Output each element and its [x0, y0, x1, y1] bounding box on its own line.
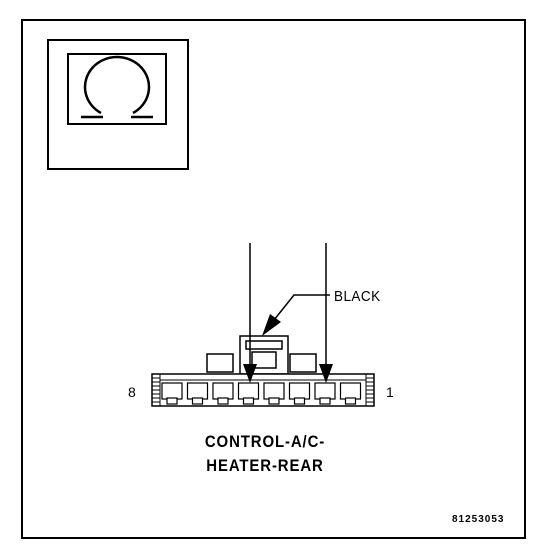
wire-pin-5	[243, 243, 257, 383]
pin-cavity	[186, 382, 209, 405]
pin-cavity	[339, 382, 362, 405]
figure-frame	[21, 19, 526, 539]
connector-latch-left	[206, 353, 234, 373]
wire-color-label: BLACK	[334, 288, 381, 305]
pin-cavity	[263, 382, 285, 405]
connector-name-line-2: HEATER-REAR	[206, 456, 324, 475]
pin-cavity	[237, 382, 260, 405]
wire-pin-2	[319, 243, 333, 383]
figure-reference-number: 81253053	[452, 514, 505, 525]
connector-latch-right	[289, 353, 317, 373]
pin-number-right: 1	[386, 384, 394, 400]
pin-cavity	[314, 382, 336, 405]
connector-outline-icon	[81, 55, 153, 119]
connector-locator-inset	[47, 39, 189, 170]
pin-cavity	[161, 382, 183, 405]
connector-cavities	[161, 382, 362, 405]
pin-number-left: 8	[128, 384, 136, 400]
pin-cavity	[288, 382, 311, 405]
connector-face-view	[67, 53, 167, 125]
connector-name-line-1: CONTROL-A/C-	[204, 432, 326, 451]
wire-color-leader	[262, 294, 330, 336]
pin-cavity	[212, 382, 234, 405]
